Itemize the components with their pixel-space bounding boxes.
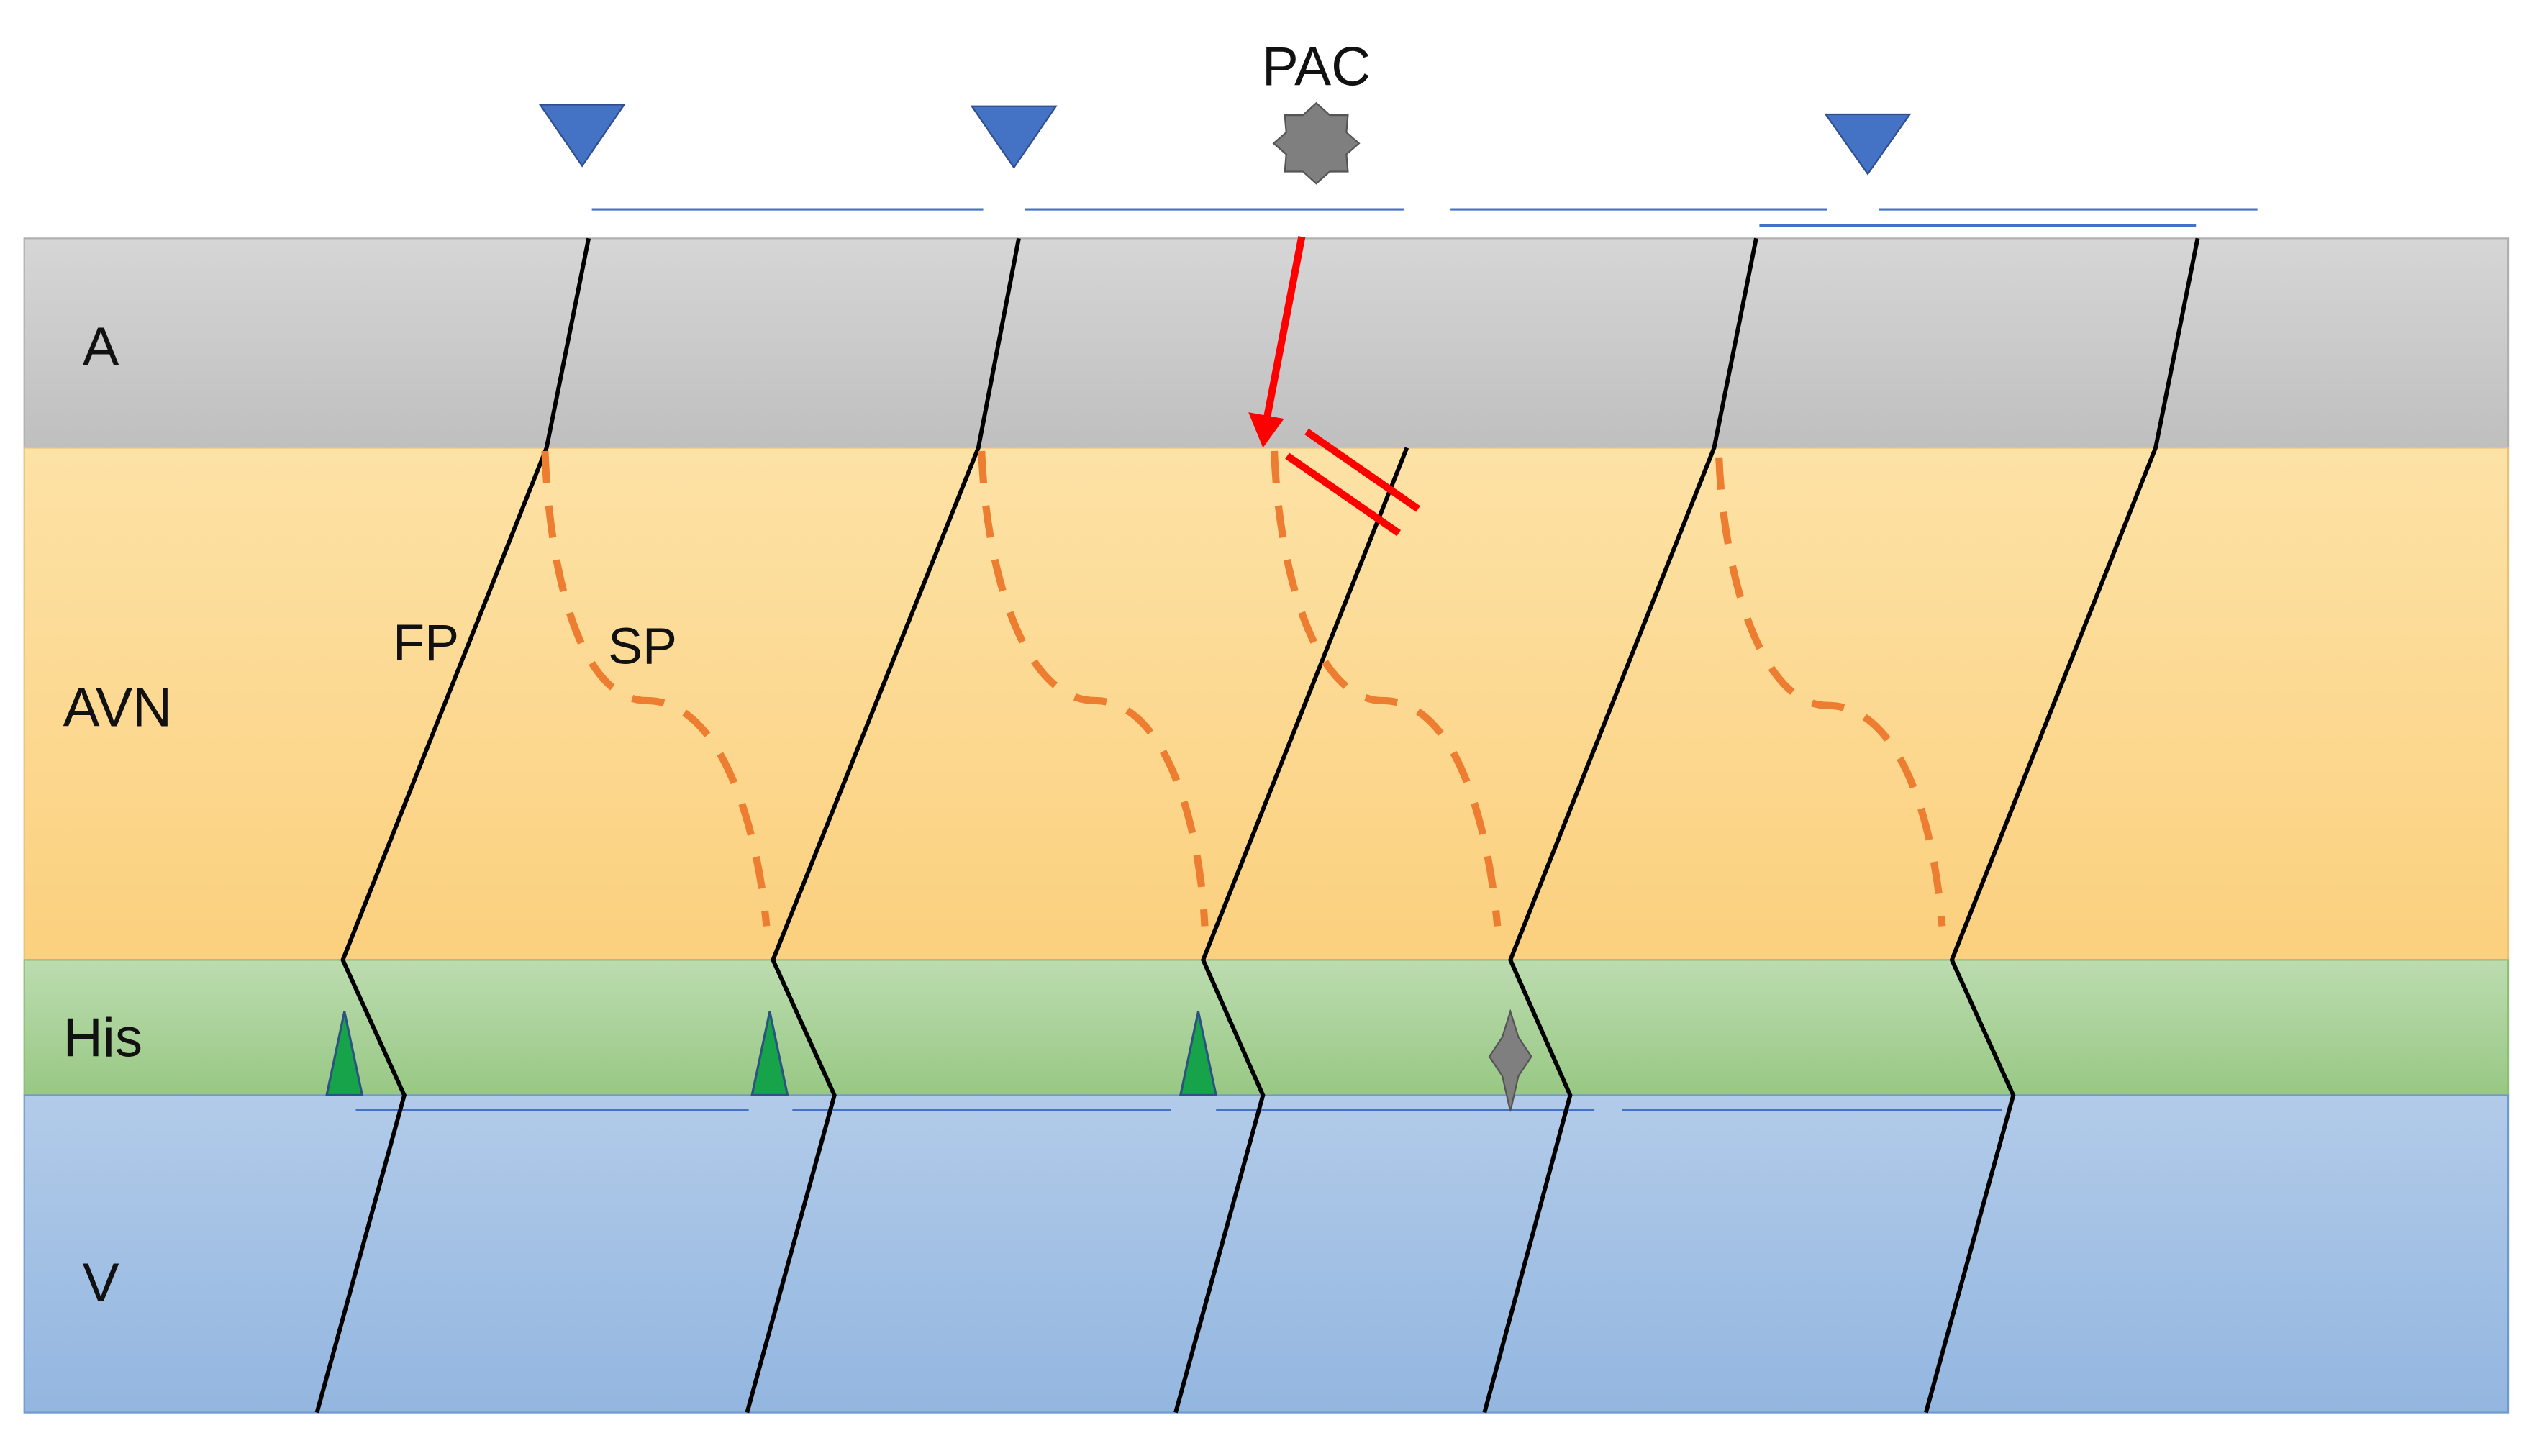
- fast-pathway-label: FP: [393, 614, 459, 672]
- his-band: [23, 959, 2510, 1096]
- beat-5-conduction-line: [1924, 237, 2200, 1414]
- layer-label-a: A: [83, 317, 119, 378]
- beat-1-conduction-line: [314, 237, 591, 1414]
- up-triangle-icon: [1179, 1011, 1218, 1097]
- star-icon: [1272, 101, 1361, 185]
- slow-pathway-path: [541, 450, 771, 927]
- conduction-lines: [314, 237, 2200, 1414]
- block-bar: [1285, 452, 1402, 537]
- up-triangle-icon: [750, 1011, 789, 1097]
- layer-label-avn: AVN: [63, 678, 172, 739]
- beat-2-conduction-line: [745, 237, 1021, 1414]
- down-triangle-icon: [538, 104, 626, 168]
- arrow-head-icon: [1248, 412, 1284, 448]
- layer-label-v: V: [83, 1252, 119, 1314]
- block-bar: [1304, 428, 1421, 512]
- ventricle-band: [23, 1094, 2510, 1414]
- down-triangle-icon: [970, 105, 1058, 169]
- slow-pathway-lines: [541, 450, 1946, 927]
- slow-pathway-path: [1715, 457, 1946, 927]
- down-triangle-icon: [1824, 113, 1912, 176]
- pac-arrow-shaft: [1262, 236, 1306, 423]
- atrial-interval-lines: [591, 208, 2258, 227]
- beat-4-conduction-line: [1482, 237, 1758, 1414]
- pac-arrow: [1248, 236, 1306, 448]
- double-bar-block-icon: [1285, 428, 1421, 537]
- slow-pathway-label: SP: [608, 618, 677, 675]
- pac-title: PAC: [1262, 37, 1371, 98]
- av-node-band: [23, 447, 2510, 961]
- up-triangle-icon: [325, 1011, 364, 1097]
- slow-pathway-path: [1271, 450, 1502, 927]
- beat-3-conduction-line: [1173, 447, 1409, 1414]
- slow-pathway-path: [978, 450, 1209, 927]
- star-icon: [1488, 1009, 1532, 1112]
- layer-label-his: His: [63, 1008, 142, 1069]
